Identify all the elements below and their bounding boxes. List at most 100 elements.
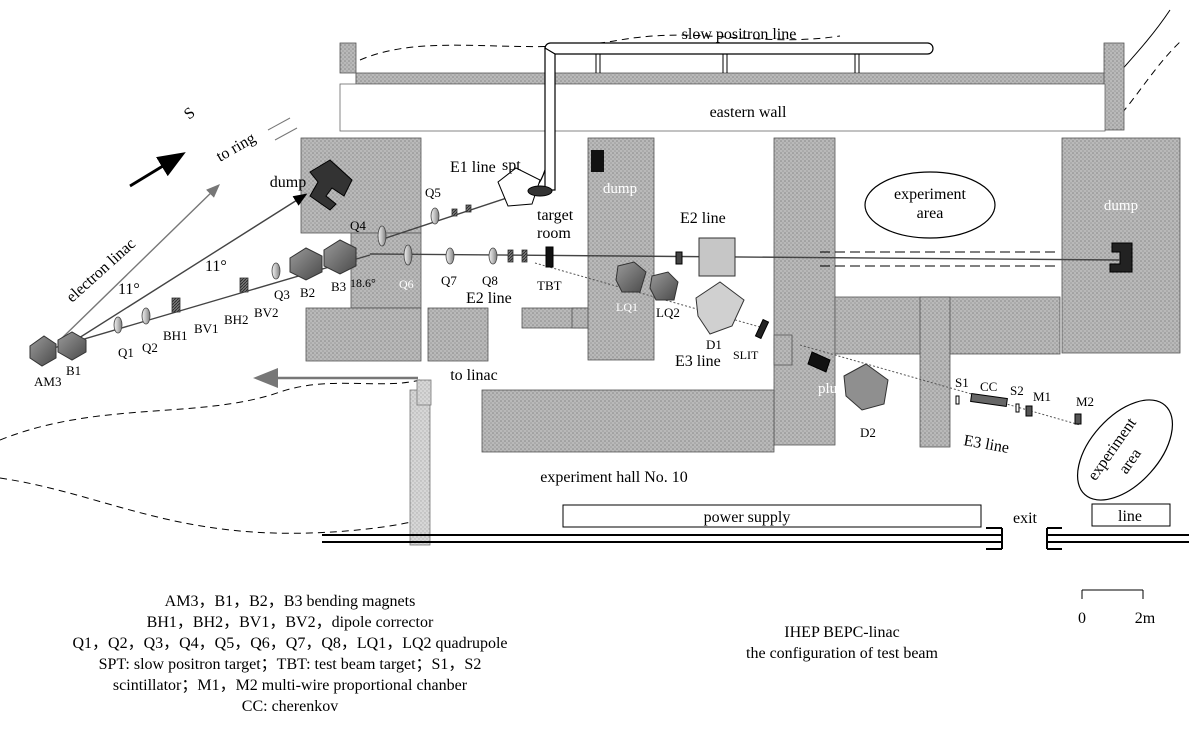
q6-quad [403, 244, 413, 266]
bv1-label: BV1 [194, 321, 219, 336]
legend-line-6: CC: cherenkov [242, 698, 338, 715]
dump-left: dump [270, 159, 353, 211]
caption-line-1: IHEP BEPC-linac [784, 624, 899, 641]
scale-2m-label: 2m [1135, 610, 1156, 627]
legend: AM3，B1，B2，B3 bending magnets BH1，BH2，BV1… [72, 593, 507, 715]
experiment-area-top-label-1: experiment [894, 186, 967, 203]
target-room-label-2: room [537, 225, 571, 242]
d2-magnet [843, 363, 889, 411]
legend-line-2: BH1，BH2，BV1，BV2，dipole corrector [147, 614, 434, 631]
am3-label: AM3 [34, 374, 61, 389]
component-labels: E1 line target room E2 line 11° 11° 18.6… [34, 159, 1094, 486]
slow-positron-line-label: slow positron line [682, 26, 797, 43]
e2-monitor [675, 251, 683, 265]
lq1-magnet [615, 261, 647, 293]
q7-label: Q7 [441, 273, 457, 288]
slow-positron-line: slow positron line [524, 26, 934, 193]
cc-label: CC [980, 379, 997, 394]
bh1-label: BH1 [163, 328, 188, 343]
q3-quad [271, 262, 281, 280]
lq2-magnet [649, 271, 679, 301]
e2-line-top-label: E2 line [680, 210, 726, 227]
s1-scintillator [955, 395, 960, 405]
legend-line-4: SPT: slow positron target；TBT: test beam… [99, 656, 482, 673]
q4-quad [377, 225, 387, 247]
s1-label: S1 [955, 375, 969, 390]
s2-label: S2 [1010, 383, 1024, 398]
m2-label: M2 [1076, 394, 1094, 409]
slit [754, 318, 770, 340]
to-ring-label: to ring [214, 130, 259, 166]
dump-mid-label: dump [603, 181, 637, 197]
q3-label: Q3 [274, 287, 290, 302]
e2-corrector-a [507, 249, 514, 263]
line-label: line [1118, 508, 1142, 525]
e1-corrector-b [465, 204, 472, 213]
dump-mid-block [591, 150, 604, 172]
m1-label: M1 [1033, 389, 1051, 404]
e1-corrector-a [451, 208, 458, 217]
experiment-area-top-label-2: area [917, 205, 944, 222]
m2-chamber [1074, 413, 1082, 425]
q7-quad [445, 247, 455, 265]
bending-magnets [29, 237, 889, 411]
b2-magnet [289, 247, 323, 281]
angle-18-6-label: 18.6° [350, 276, 376, 290]
m1-chamber [1025, 405, 1033, 417]
b3-magnet [323, 239, 357, 275]
bv2-label: BV2 [254, 305, 279, 320]
scale-bar: 0 2m [1078, 589, 1156, 627]
e3-line-mid-label: E3 line [675, 353, 721, 370]
tbt-target [545, 246, 554, 268]
lq2-label: LQ2 [656, 305, 680, 320]
power-supply-label: power supply [704, 509, 791, 526]
caption: IHEP BEPC-linac the configuration of tes… [746, 624, 938, 662]
q5-quad [430, 207, 440, 225]
q2-label: Q2 [142, 340, 158, 355]
target-room-label-1: target [537, 207, 574, 224]
eastern-wall-block: eastern wall [339, 42, 1125, 132]
b1-label: B1 [66, 363, 81, 378]
quadrupoles [113, 204, 1082, 425]
dump-right-label: dump [1104, 198, 1138, 214]
spt-label: spt [502, 157, 521, 174]
d2-label: D2 [860, 425, 876, 440]
b3-label: B3 [331, 279, 346, 294]
dump-right [1109, 242, 1133, 273]
lq1-label: LQ1 [616, 300, 638, 314]
q5-label: Q5 [425, 185, 441, 200]
b1-magnet [57, 331, 87, 361]
b2-label: B2 [300, 285, 315, 300]
plug-block [807, 351, 831, 373]
q8-label: Q8 [482, 273, 498, 288]
d1-label: D1 [706, 337, 722, 352]
angle-11-a-label: 11° [118, 281, 140, 298]
eastern-wall-label: eastern wall [710, 104, 787, 121]
site-boundary [0, 34, 1183, 534]
south-arrow-label: S [181, 104, 198, 123]
angle-11-b-label: 11° [205, 258, 227, 275]
d1-magnet [695, 281, 745, 335]
to-linac-label: to linac [450, 367, 498, 384]
q1-label: Q1 [118, 345, 134, 360]
s2-scintillator [1015, 403, 1020, 413]
experiment-area-right [1076, 399, 1174, 501]
spt-target: spt [497, 157, 553, 207]
e2-line-low-label: E2 line [466, 290, 512, 307]
legend-line-1: AM3，B1，B2，B3 bending magnets [165, 593, 416, 610]
legend-line-5: scintillator；M1，M2 multi-wire proportion… [113, 677, 468, 694]
e1-line-label: E1 line [450, 159, 496, 176]
bh2-corrector [239, 277, 249, 293]
bh2-label: BH2 [224, 312, 249, 327]
scale-zero-label: 0 [1078, 610, 1086, 627]
q4-label: Q4 [350, 218, 366, 233]
experiment-hall-label: experiment hall No. 10 [540, 469, 688, 486]
e2-box-magnet [698, 237, 736, 277]
bottom-row: power supply line exit [322, 503, 1189, 550]
exit-label: exit [1013, 510, 1038, 527]
e2-corrector-b [521, 249, 528, 263]
dump-left-label: dump [270, 174, 306, 191]
plug-label: plug [818, 381, 845, 397]
tbt-label: TBT [537, 278, 562, 293]
